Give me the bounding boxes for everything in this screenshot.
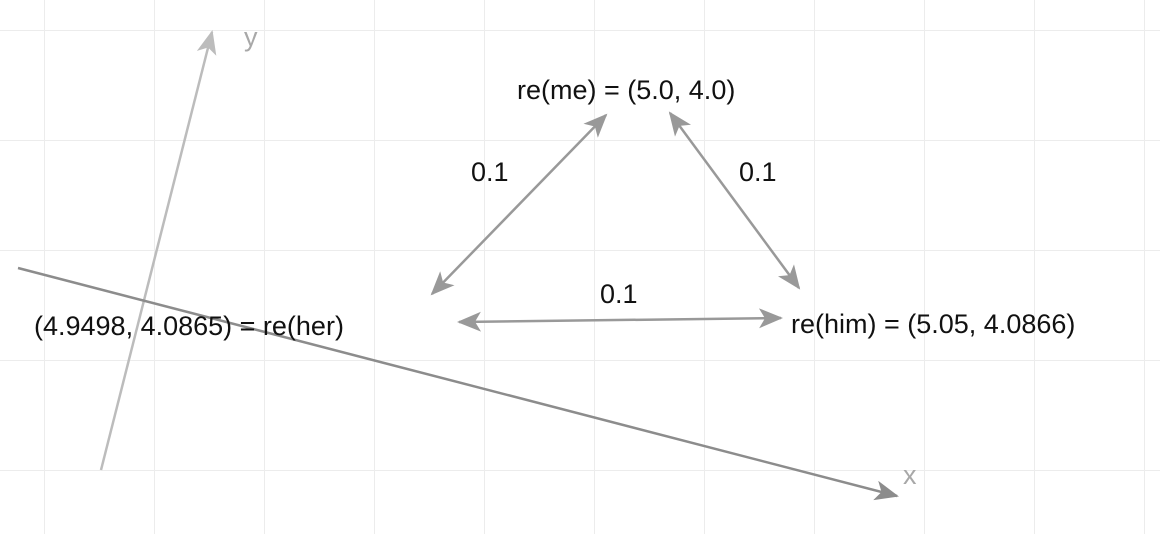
distance-her-him-label: 0.1 [600, 279, 638, 309]
arrow-me-her [430, 113, 608, 296]
node-him-label: re(him) = (5.05, 4.0866) [791, 309, 1076, 339]
node-me-label: re(me) = (5.0, 4.0) [517, 75, 736, 105]
y-axis-line [99, 30, 217, 471]
distance-me-him-label: 0.1 [739, 157, 777, 187]
distance-me-her-label: 0.1 [471, 157, 509, 187]
arrow-her-him [457, 308, 783, 332]
x-axis-line [17, 266, 899, 501]
y-axis-label: y [244, 22, 258, 52]
node-her-label: (4.9498, 4.0865) = re(her) [34, 311, 344, 341]
arrow-me-him [668, 111, 801, 290]
x-axis-label: x [903, 460, 917, 490]
